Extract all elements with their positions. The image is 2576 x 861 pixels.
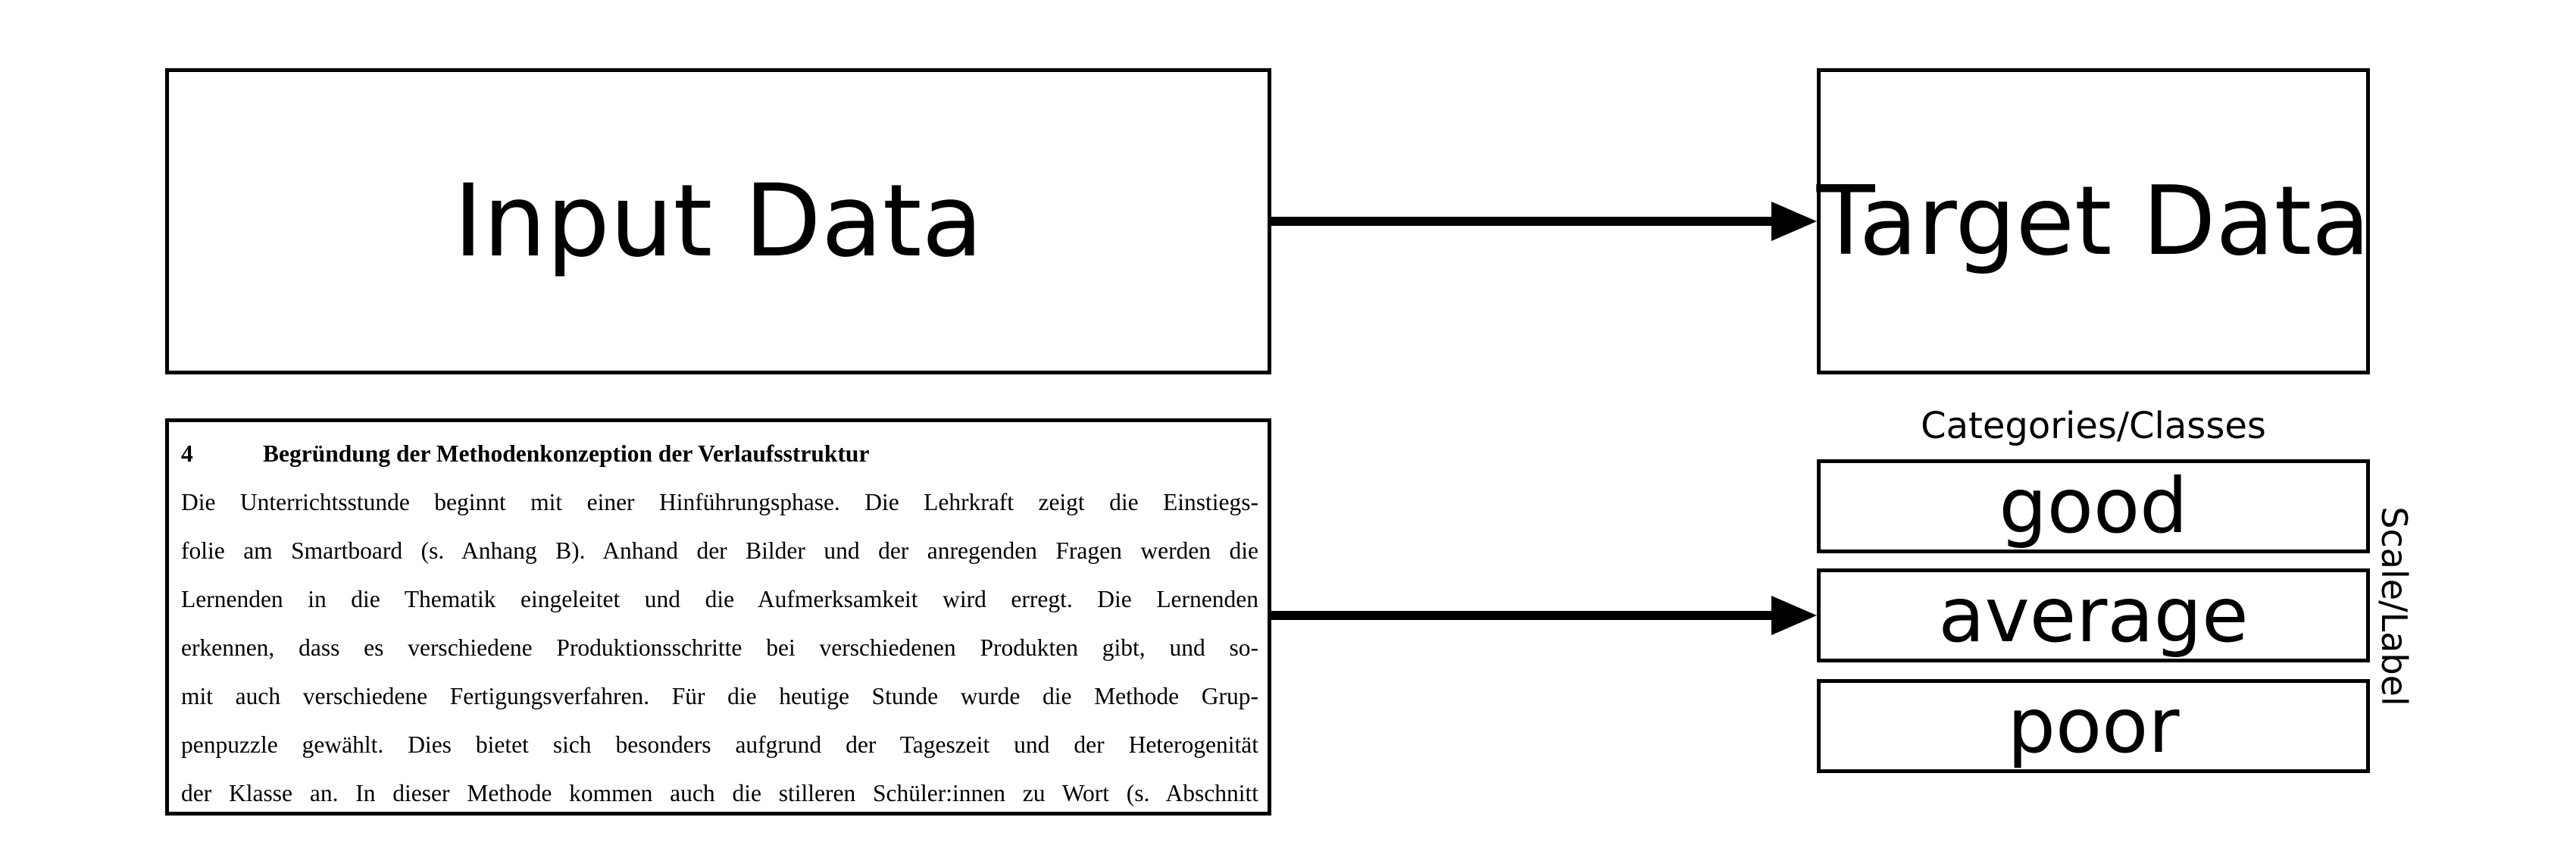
class-label: poor — [2007, 681, 2180, 770]
scale-label: Scale/Label — [2374, 506, 2415, 706]
document-line: Lernenden in die Thematik eingeleitet un… — [181, 586, 1258, 612]
document-line: der Klasse an. In dieser Methode kommen … — [181, 780, 1258, 806]
target-data-label: Target Data — [1816, 165, 2371, 277]
class-label: good — [1999, 462, 2188, 550]
categories-title: Categories/Classes — [1921, 405, 2266, 447]
top-arrow-head — [1771, 202, 1817, 241]
document-line: penpuzzle gewählt. Dies bietet sich beso… — [181, 731, 1258, 758]
document-line: Die Unterrichtsstunde beginnt mit einer … — [181, 489, 1258, 515]
document-line: erkennen, dass es verschiedene Produktio… — [181, 634, 1258, 661]
document-line: mit auch verschiedene Fertigungsverfahre… — [181, 683, 1258, 709]
class-box-poor: poor — [1817, 679, 2370, 773]
document-heading: 4 Begründung der Methodenkonzeption der … — [181, 430, 1258, 478]
target-data-box: Target Data — [1817, 68, 2370, 374]
heading-number: 4 — [181, 440, 193, 467]
input-data-label: Input Data — [453, 163, 983, 280]
heading-title: Begründung der Methodenkonzeption der Ve… — [263, 440, 870, 467]
bottom-arrow-head — [1771, 596, 1817, 635]
bottom-arrow — [1271, 596, 1817, 635]
document-excerpt: 4 Begründung der Methodenkonzeption der … — [165, 418, 1271, 816]
class-box-average: average — [1817, 568, 2370, 662]
top-arrow — [1271, 202, 1817, 241]
input-data-box: Input Data — [165, 68, 1271, 374]
document-line: folie am Smartboard (s. Anhang B). Anhan… — [181, 537, 1258, 564]
class-label: average — [1938, 571, 2249, 659]
class-box-good: good — [1817, 459, 2370, 553]
